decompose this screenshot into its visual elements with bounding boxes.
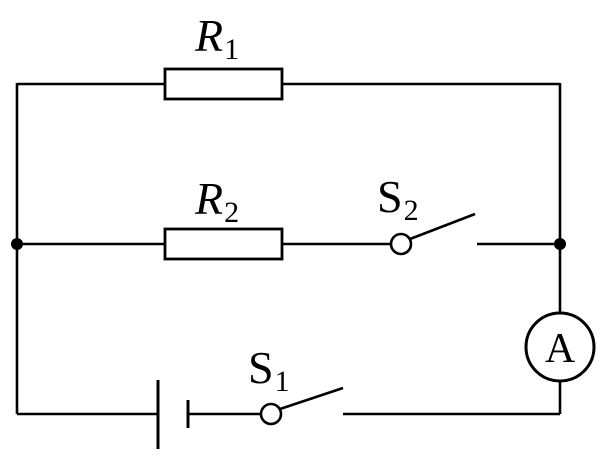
- label-s2: S2: [377, 171, 419, 227]
- switch-s1-pivot: [259, 402, 283, 426]
- label-r1: R1: [194, 10, 239, 66]
- ammeter-circle: [524, 311, 596, 383]
- branch-r2: [17, 212, 560, 261]
- label-r2-symbol: R: [194, 173, 223, 224]
- switch-s2-pivot: [389, 232, 413, 256]
- label-s1-subscript: 1: [275, 365, 290, 398]
- label-s1: S1: [248, 342, 290, 398]
- label-r1-symbol: R: [194, 10, 223, 61]
- branch-r1: [17, 67, 560, 101]
- label-s2-symbol: S: [377, 171, 403, 222]
- switch-s2-blade: [409, 212, 476, 241]
- switch-s1-blade: [279, 386, 344, 411]
- resistor-r2: [163, 227, 284, 261]
- label-r1-subscript: 1: [224, 33, 239, 66]
- label-s2-subscript: 2: [404, 194, 419, 227]
- ammeter: A: [524, 311, 596, 383]
- junction-node-left: [11, 238, 23, 250]
- resistor-r1: [163, 67, 284, 101]
- ammeter-label: A: [545, 326, 576, 372]
- branch-battery: [17, 380, 560, 449]
- label-r2: R2: [194, 173, 239, 229]
- junction-node-right: [554, 238, 566, 250]
- label-s1-symbol: S: [248, 342, 274, 393]
- label-r2-subscript: 2: [224, 196, 239, 229]
